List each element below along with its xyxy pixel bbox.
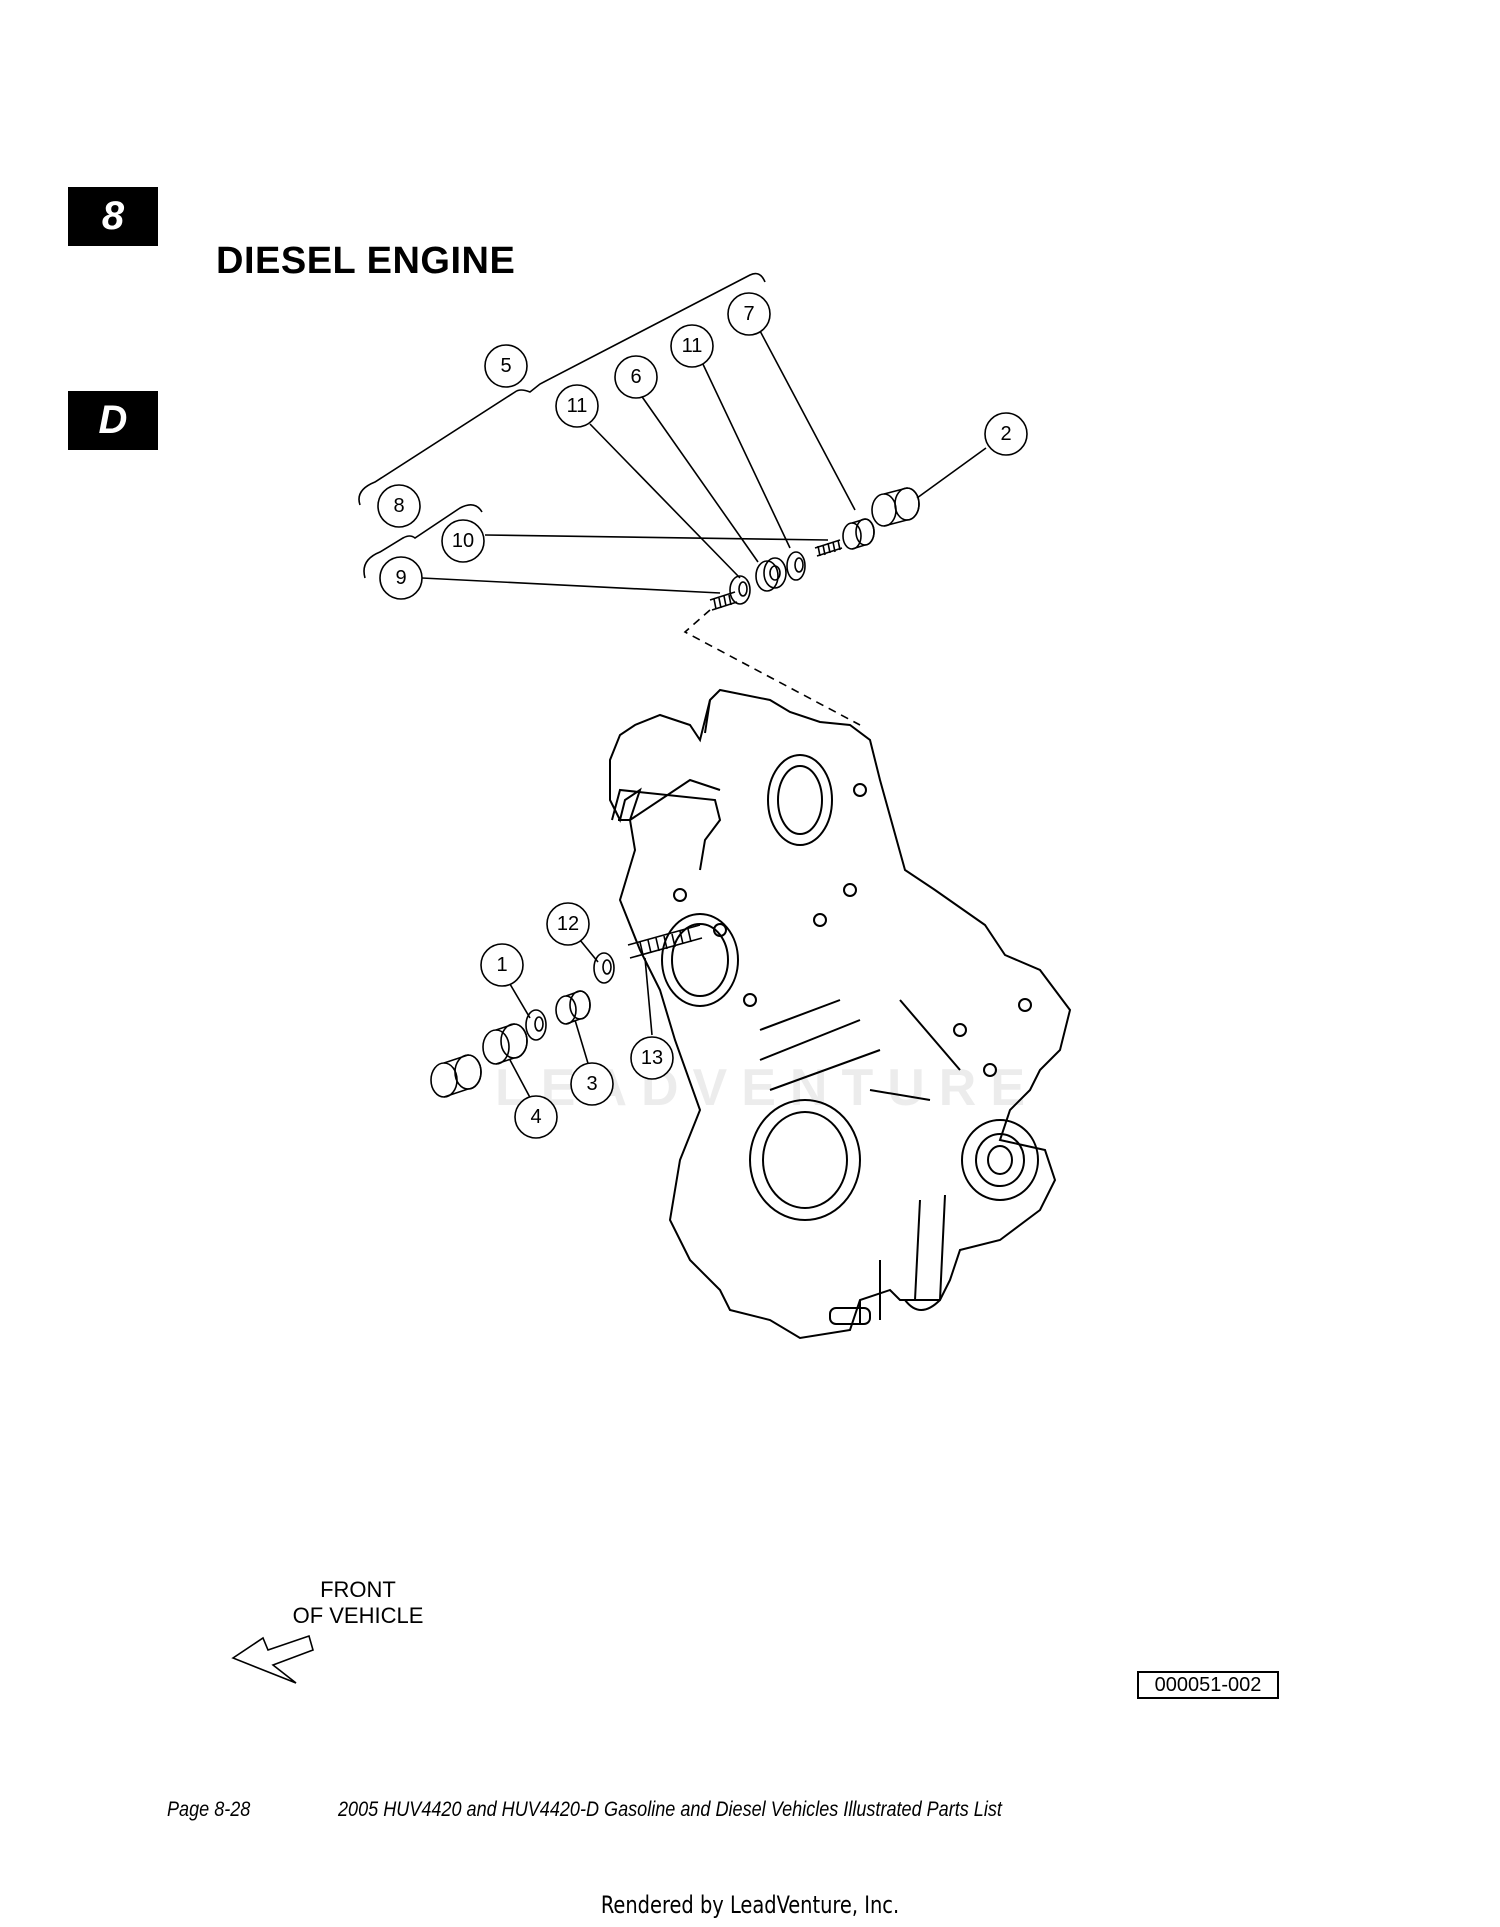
footer-page-number: Page 8-28: [167, 1798, 251, 1821]
callout-11b: 11: [567, 395, 588, 417]
leader-3: [574, 1019, 591, 1071]
part-2-sleeve: [871, 487, 920, 527]
callout-12: 12: [557, 913, 579, 935]
part-11-washer-b: [729, 575, 751, 605]
part-13-stud-long: [627, 924, 703, 959]
bracket-5: [358, 272, 766, 506]
callout-5: 5: [500, 355, 511, 377]
page-title: DIESEL ENGINE: [216, 240, 516, 282]
gear-case-housing: [609, 688, 1072, 1340]
leader-1: [506, 978, 531, 1019]
callout-9: 9: [395, 567, 406, 589]
callout-circle-10: [441, 519, 485, 563]
callout-circle-6: [614, 355, 658, 399]
part-10-stud-short: [814, 539, 843, 557]
callout-3: 3: [586, 1073, 597, 1095]
front-label-line1: FRONT: [320, 1577, 396, 1602]
callout-circle-5: [484, 344, 528, 388]
callout-6: 6: [630, 366, 641, 388]
rendered-by-credit: Rendered by LeadVenture, Inc.: [600, 1891, 900, 1919]
leader-11a: [700, 359, 791, 549]
callout-circle-4: [514, 1095, 558, 1139]
callout-circle-13: [630, 1036, 674, 1080]
figure-id: 000051-002: [1137, 1671, 1279, 1699]
callout-7: 7: [743, 303, 754, 325]
callout-circle-12: [546, 902, 590, 946]
callout-circle-11b: [555, 384, 599, 428]
callout-1: 1: [496, 954, 507, 976]
part-3-nut: [555, 990, 591, 1025]
callout-10: 10: [452, 530, 474, 552]
callout-circle-3: [570, 1062, 614, 1106]
leader-9: [421, 577, 721, 594]
callout-circle-2: [984, 412, 1028, 456]
bracket-8: [363, 504, 483, 579]
callout-circle-7: [727, 292, 771, 336]
callout-circle-1: [480, 943, 524, 987]
section-tab: 8: [68, 187, 158, 246]
front-arrow-icon: [231, 1634, 314, 1684]
leader-7: [758, 328, 856, 511]
part-12-washer: [593, 952, 615, 984]
leader-13: [644, 957, 653, 1036]
part-4-cap-nut: [482, 1023, 528, 1065]
callout-circle-9: [379, 556, 423, 600]
leader-2: [916, 447, 987, 499]
part-9-stud: [709, 591, 738, 611]
callout-8: 8: [393, 495, 404, 517]
leader-11b: [589, 423, 741, 579]
subsection-tab: D: [68, 391, 158, 450]
leader-6: [637, 390, 759, 563]
part-6-spacer: [755, 557, 787, 592]
part-1-washer: [525, 1009, 547, 1041]
callout-11a: 11: [682, 335, 703, 357]
callout-4: 4: [530, 1106, 541, 1128]
footer-document-title: 2005 HUV4420 and HUV4420-D Gasoline and …: [338, 1798, 1002, 1821]
callout-circle-8: [377, 484, 421, 528]
callout-circle-11a: [670, 324, 714, 368]
callout-2: 2: [1000, 423, 1011, 445]
callout-13: 13: [641, 1047, 663, 1069]
part-7-nut: [842, 518, 875, 550]
part-sleeve-lower: [430, 1054, 482, 1098]
leader-10: [484, 534, 829, 541]
leader-12: [579, 939, 599, 963]
assembly-dash-line: [683, 609, 861, 726]
front-label-line2: OF VEHICLE: [293, 1603, 424, 1628]
part-11-washer-a: [786, 551, 806, 581]
